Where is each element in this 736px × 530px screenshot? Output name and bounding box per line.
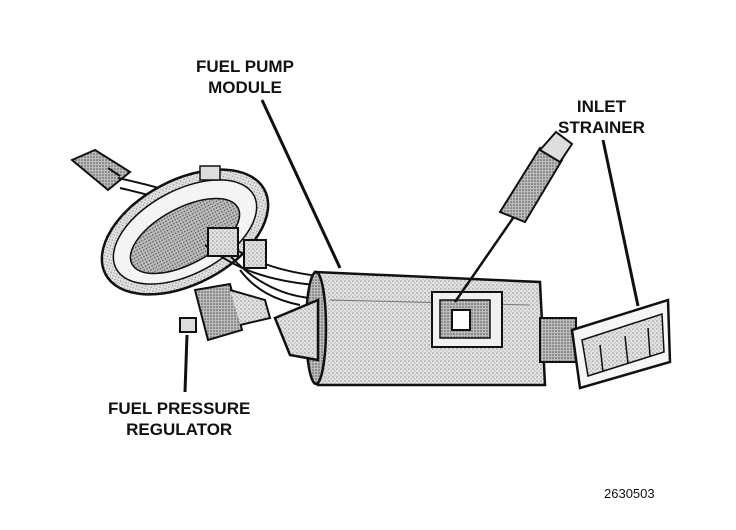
fuel-lines — [204, 227, 319, 306]
pressure-regulator — [179, 282, 272, 342]
label-line: FUEL PRESSURE — [108, 399, 251, 418]
label-fuel-pump-module: FUEL PUMP MODULE — [196, 56, 294, 98]
label-line: STRAINER — [558, 118, 645, 137]
label-line: FUEL PUMP — [196, 57, 294, 76]
pump-canister — [273, 270, 547, 387]
float-arm — [453, 130, 574, 303]
label-line: REGULATOR — [126, 420, 233, 439]
inlet-strainer-part — [570, 298, 672, 390]
module-flange — [100, 165, 270, 296]
leader-lines — [183, 99, 640, 393]
outlet-fitting — [539, 317, 577, 363]
level-sender — [431, 291, 503, 348]
label-line: INLET — [576, 97, 626, 116]
figure-number: 2630503 — [604, 486, 655, 501]
leader-pressure-regulator — [183, 334, 189, 393]
leader-fuel-pump-module — [260, 99, 342, 269]
label-fuel-pressure-regulator: FUEL PRESSURE REGULATOR — [108, 398, 250, 440]
leader-inlet-strainer — [601, 139, 640, 307]
label-line: MODULE — [208, 78, 282, 97]
label-inlet-strainer: INLET STRAINER — [558, 96, 645, 138]
